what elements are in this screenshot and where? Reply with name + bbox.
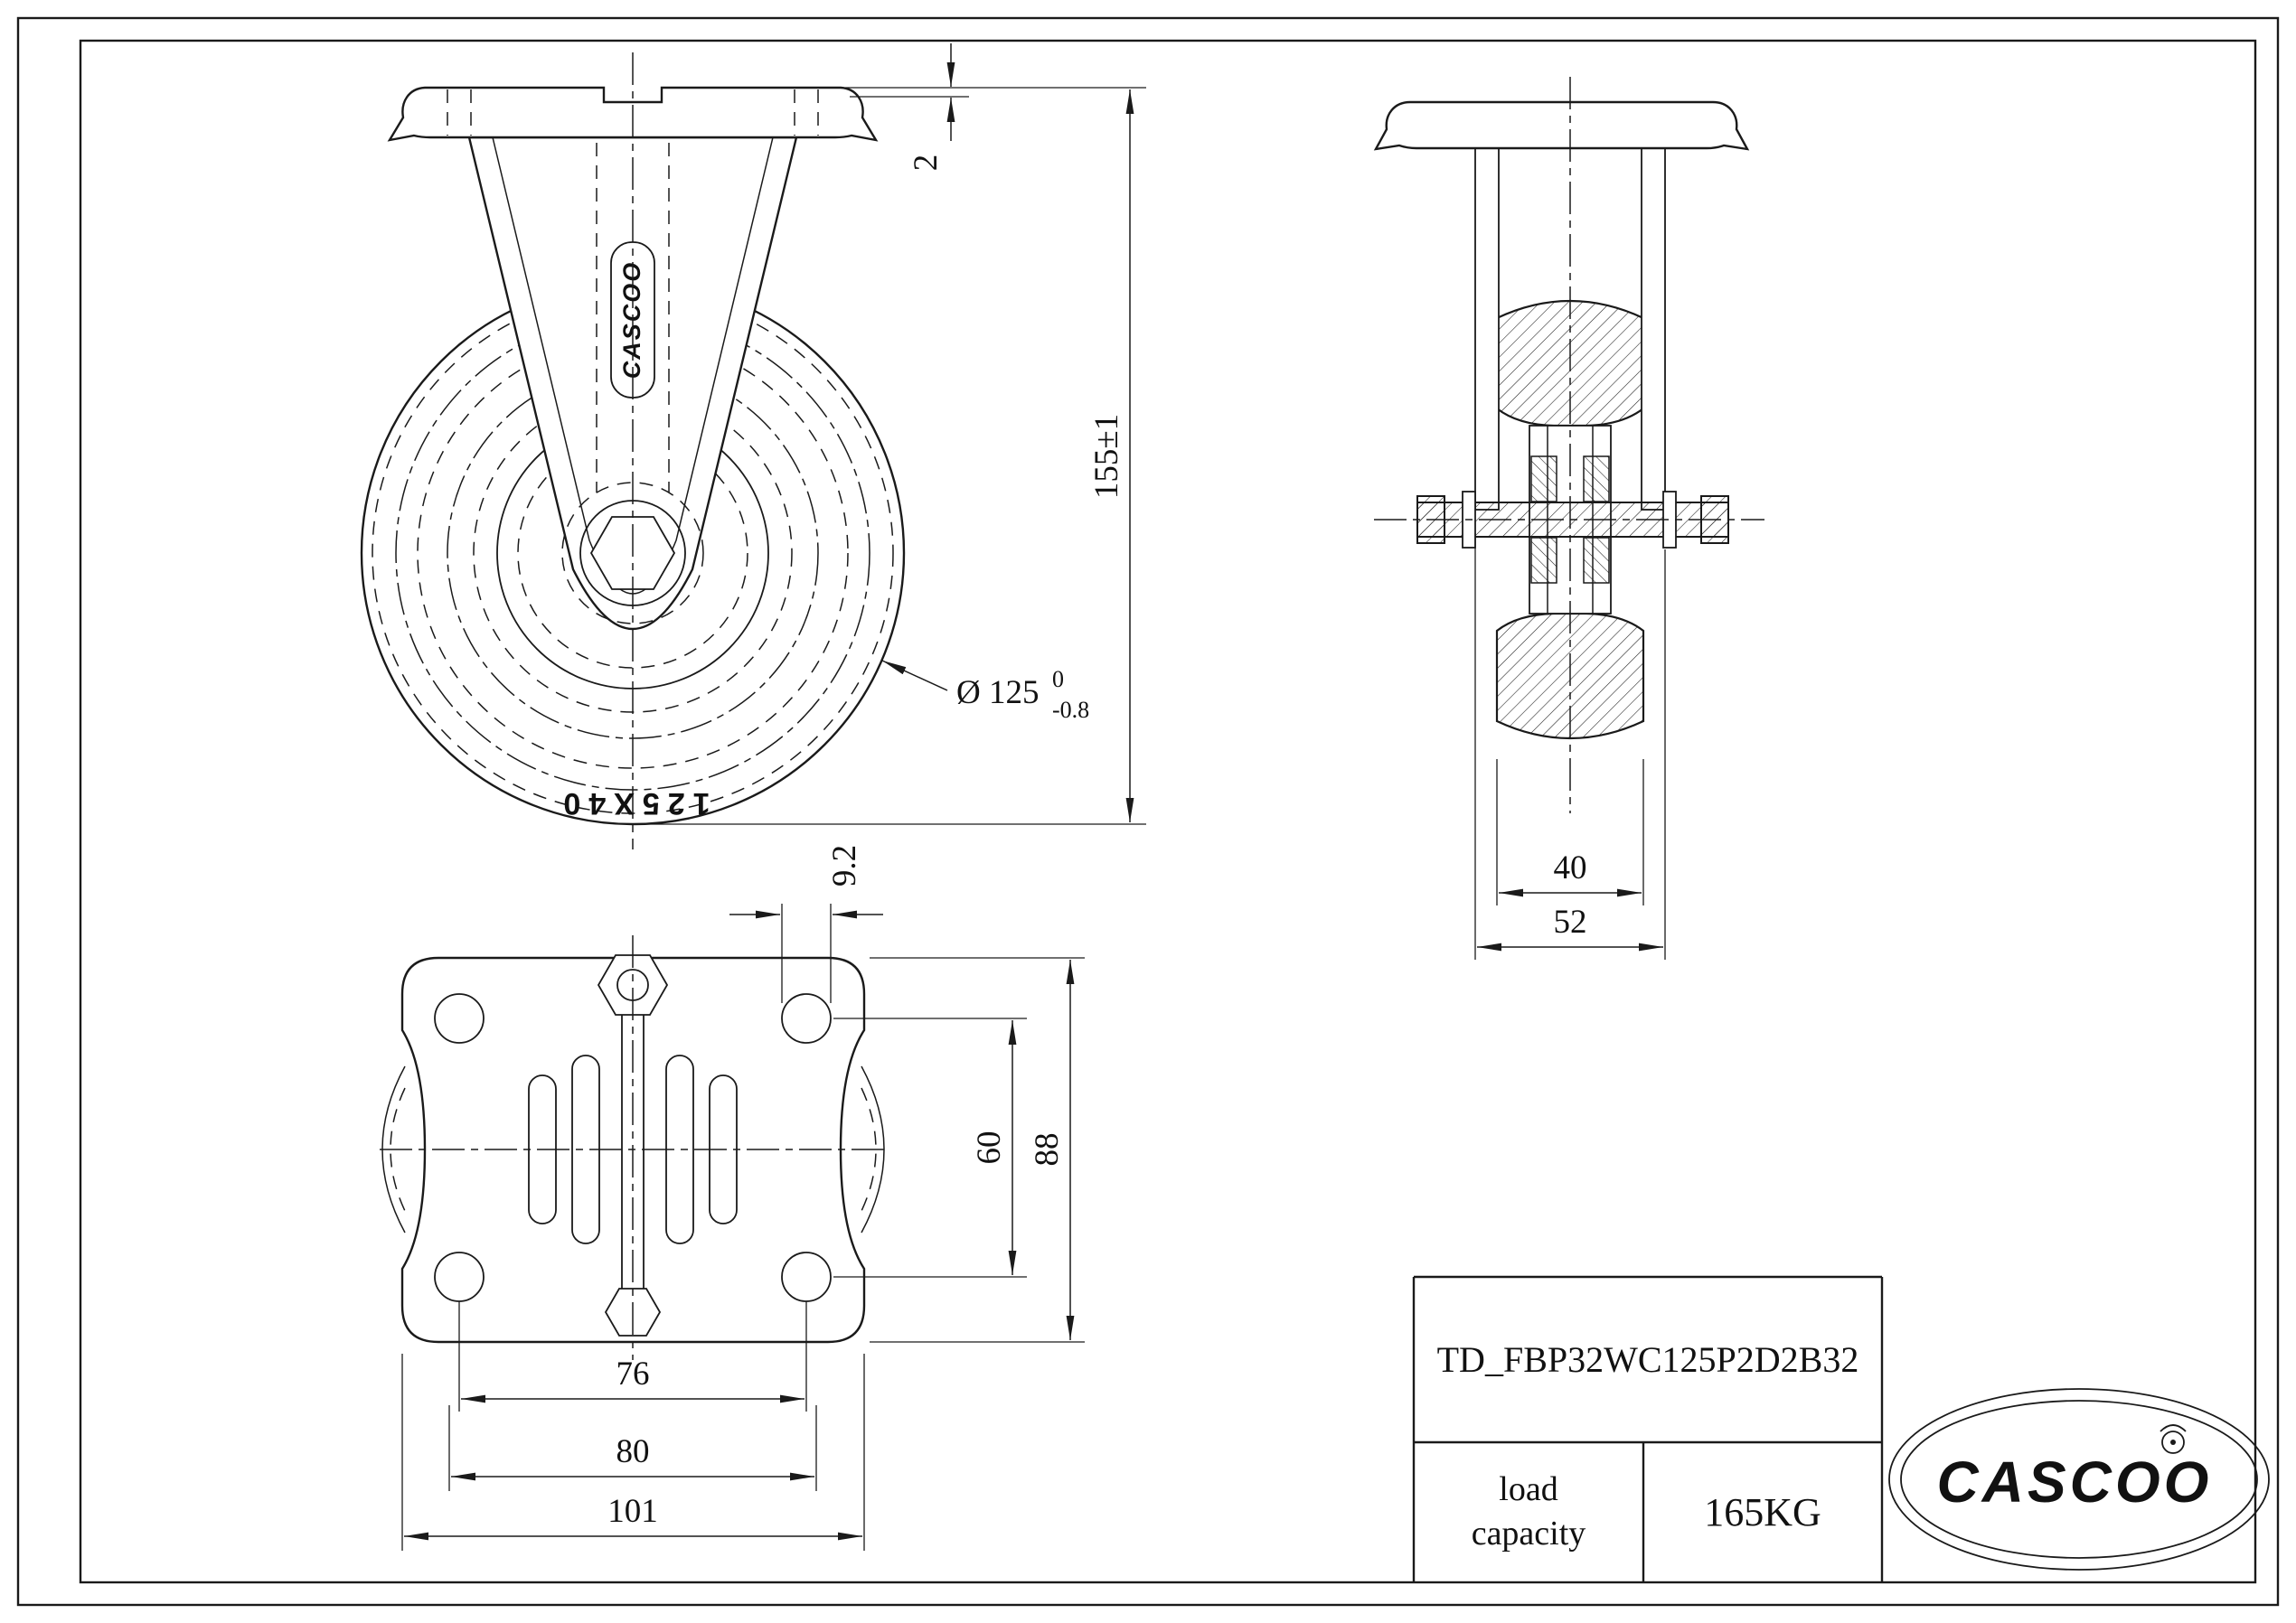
plate-hidden-holes [447,89,819,136]
dim-bolt-spacing-horizontal-text: 76 [616,1356,650,1393]
front-view: CASCOO 125X40 2 155±1 Ø 1 [360,43,1146,849]
dim-slot-spacing-horizontal: 80 [448,1405,817,1491]
dim-wheel-width: 40 [1496,759,1644,905]
axle-washer-hidden [561,482,704,624]
stem-hex-top [597,954,669,1016]
dim-plate-width-text: 101 [607,1493,658,1530]
logo-oval-outer [1888,1388,2270,1571]
side-view: 40 52 [1373,77,1764,960]
dim-plate-width: 101 [401,1354,865,1551]
dim-plate-thickness: 2 [845,43,1146,171]
logo-text: CASCOO [1937,1449,2213,1515]
dim-overall-height: 155±1 [644,89,1146,825]
load-capacity-label: load capacity [1471,1470,1586,1553]
logo-caster-icon [2160,1424,2187,1454]
load-capacity-value: 165KG [1704,1490,1821,1534]
dim-wheel-diameter-text: Ø 125 [956,674,1039,711]
tire-marking-text: 125X40 [555,786,710,821]
bracket-leg-right [1641,147,1666,511]
plate-view: 9.2 60 88 76 80 [380,845,1085,1551]
dim-wheel-diameter-tol-upper: 0 [1052,666,1064,692]
mounting-plate-side [1373,100,1750,151]
dim-overall-width: 52 [1474,533,1666,960]
dim-slot-spacing-horizontal-text: 80 [616,1433,650,1470]
fork-badge-text: CASCOO [618,261,645,380]
dim-plate-thickness-text: 2 [908,155,945,172]
dim-wheel-diameter: Ø 125 0 -0.8 [881,660,1089,723]
title-block: TD_FBP32WC125P2D2B32 165KG [1412,1275,1884,1582]
bearings [1530,455,1610,584]
dim-plate-depth: 88 [870,957,1085,1343]
dim-plate-depth-text: 88 [1029,1133,1066,1167]
logo-oval-inner [1900,1400,2258,1559]
dim-bolt-spacing-horizontal: 76 [458,1301,807,1412]
dim-overall-height-text: 155±1 [1088,414,1125,499]
dim-wheel-diameter-tol-lower: -0.8 [1052,697,1089,723]
part-number-text: TD_FBP32WC125P2D2B32 [1437,1339,1859,1380]
dim-hole-diameter-text: 9.2 [826,845,863,887]
dim-bolt-spacing-vertical: 60 [833,1018,1027,1278]
dim-hole-diameter: 9.2 [729,845,883,1003]
bracket-leg-left [1474,147,1500,511]
drawing-frame [16,16,2280,1607]
dim-bolt-spacing-vertical-text: 60 [971,1131,1008,1165]
dim-wheel-width-text: 40 [1554,849,1587,887]
dim-overall-width-text: 52 [1554,904,1587,941]
cascoo-logo: CASCOO [1888,1388,2270,1571]
